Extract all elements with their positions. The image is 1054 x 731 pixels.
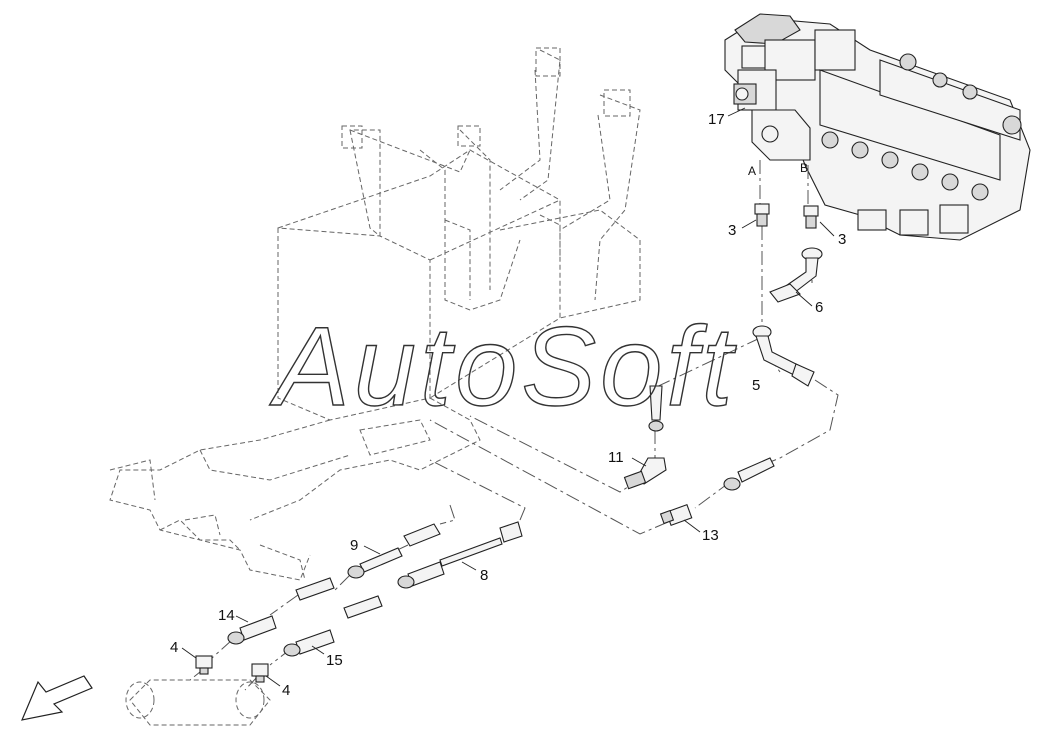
control-valve-block xyxy=(724,13,1031,241)
tractor-frame xyxy=(109,47,641,581)
port-a-label: A xyxy=(748,164,756,178)
hose-end-upper xyxy=(648,385,664,432)
callout-13: 13 xyxy=(702,527,719,544)
callout-8: 8 xyxy=(480,567,488,584)
fitting-4-right xyxy=(251,663,269,683)
callout-6: 6 xyxy=(815,299,823,316)
cylinder xyxy=(125,679,271,726)
port-b-label: B xyxy=(800,161,808,175)
direction-arrow-icon xyxy=(21,675,93,721)
callout-15: 15 xyxy=(326,652,343,669)
callout-14: 14 xyxy=(218,607,235,624)
callout-17: 17 xyxy=(708,111,725,128)
fitting-3-right xyxy=(803,205,819,229)
callout-3-left: 3 xyxy=(728,222,736,239)
fitting-13 xyxy=(659,503,693,527)
fitting-11-elbow xyxy=(623,457,667,490)
hose-routing-lines xyxy=(189,160,839,691)
callout-11: 11 xyxy=(608,449,624,466)
hose-5-elbow xyxy=(752,325,815,387)
callout-4-left: 4 xyxy=(170,639,178,656)
callout-9: 9 xyxy=(350,537,358,554)
fitting-3-left xyxy=(754,203,770,227)
callout-3-right: 3 xyxy=(838,231,846,248)
hose-9 xyxy=(347,523,441,579)
hose-15 xyxy=(283,595,383,657)
watermark-text: AutoSoft xyxy=(269,304,737,429)
callout-5: 5 xyxy=(752,377,760,394)
callout-4-right: 4 xyxy=(282,682,290,699)
leader-lines xyxy=(181,107,835,687)
hose-8 xyxy=(397,521,523,589)
hose-14 xyxy=(227,577,335,645)
fitting-4-left xyxy=(195,655,213,675)
hose-6-elbow xyxy=(769,247,823,303)
hose-end-right xyxy=(723,457,775,491)
